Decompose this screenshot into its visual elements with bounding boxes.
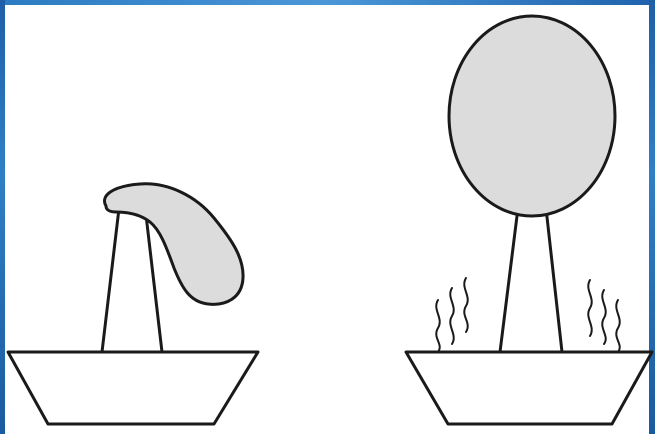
right-panel bbox=[406, 16, 652, 424]
steam-right-icon bbox=[588, 280, 619, 352]
steam-left-icon bbox=[436, 278, 467, 352]
right-bowl bbox=[406, 352, 652, 424]
right-bottle-neck bbox=[500, 208, 562, 352]
right-inflated-balloon bbox=[449, 16, 615, 216]
left-bowl bbox=[8, 352, 258, 424]
left-panel bbox=[8, 184, 258, 424]
